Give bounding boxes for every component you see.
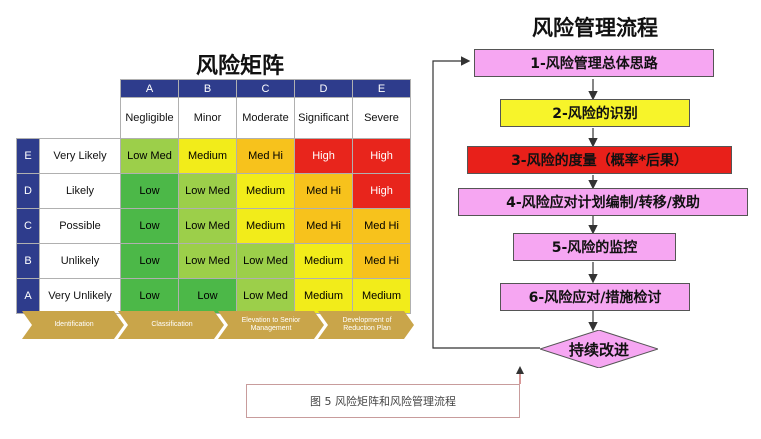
flow-step-4: 4-风险应对计划编制/转移/救助 bbox=[458, 188, 748, 216]
flow-step-2: 2-风险的识别 bbox=[500, 99, 690, 127]
risk-cell: Med Hi bbox=[294, 173, 353, 209]
risk-cell: Med Hi bbox=[352, 243, 411, 279]
risk-cell: High bbox=[352, 173, 411, 209]
row-code: A bbox=[16, 278, 40, 314]
process-arrow-shapes bbox=[22, 311, 414, 339]
risk-cell: High bbox=[294, 138, 353, 174]
column-label-b: Minor bbox=[178, 97, 237, 139]
process-step-reduction-plan: Development of Reduction Plan bbox=[342, 317, 392, 332]
matrix-corner-2 bbox=[16, 97, 121, 139]
flow-step-3: 3-风险的度量（概率*后果） bbox=[467, 146, 732, 174]
risk-matrix-title: 风险矩阵 bbox=[195, 54, 284, 79]
risk-cell: Low Med bbox=[120, 138, 179, 174]
risk-cell: Low Med bbox=[178, 208, 237, 244]
process-step-classification: Classification bbox=[151, 321, 193, 328]
risk-cell: Med Hi bbox=[236, 138, 295, 174]
matrix-row: D Likely Low Low Med Medium Med Hi High bbox=[16, 173, 411, 209]
risk-cell: Low Med bbox=[236, 278, 295, 314]
row-code: C bbox=[16, 208, 40, 244]
row-label: Unlikely bbox=[39, 243, 121, 279]
flow-step-6: 6-风险应对/措施检讨 bbox=[500, 283, 690, 311]
matrix-row: B Unlikely Low Low Med Low Med Medium Me… bbox=[16, 243, 411, 279]
row-label: Possible bbox=[39, 208, 121, 244]
risk-cell: High bbox=[352, 138, 411, 174]
row-label: Very Unlikely bbox=[39, 278, 121, 314]
risk-matrix-table: A B C D E Negligible Minor Moderate Sign… bbox=[16, 79, 411, 314]
risk-cell: Medium bbox=[294, 243, 353, 279]
risk-flow-title: 风险管理流程 bbox=[532, 16, 658, 40]
process-arrow-band: Identification Classification Elevation … bbox=[22, 311, 414, 339]
risk-cell: Medium bbox=[236, 208, 295, 244]
matrix-row: E Very Likely Low Med Medium Med Hi High… bbox=[16, 138, 411, 174]
matrix-row: A Very Unlikely Low Low Low Med Medium M… bbox=[16, 278, 411, 314]
risk-cell: Medium bbox=[352, 278, 411, 314]
flow-step-1: 1-风险管理总体思路 bbox=[474, 49, 714, 77]
row-code: B bbox=[16, 243, 40, 279]
flow-end-diamond bbox=[540, 330, 658, 368]
risk-cell: Low bbox=[120, 173, 179, 209]
column-label-c: Moderate bbox=[236, 97, 295, 139]
process-step-elevation: Elevation to Senior Management bbox=[241, 317, 301, 332]
risk-cell: Medium bbox=[294, 278, 353, 314]
flow-end-label: 持续改进 bbox=[568, 341, 629, 359]
risk-cell: Med Hi bbox=[352, 208, 411, 244]
column-code-d: D bbox=[294, 79, 353, 98]
column-label-d: Significant bbox=[294, 97, 353, 139]
risk-cell: Med Hi bbox=[294, 208, 353, 244]
column-code-b: B bbox=[178, 79, 237, 98]
row-label: Likely bbox=[39, 173, 121, 209]
process-step-identification: Identification bbox=[54, 321, 94, 328]
matrix-corner bbox=[16, 79, 121, 98]
column-label-e: Severe bbox=[352, 97, 411, 139]
row-label: Very Likely bbox=[39, 138, 121, 174]
column-label-a: Negligible bbox=[120, 97, 179, 139]
risk-cell: Low bbox=[120, 278, 179, 314]
flow-step-5: 5-风险的监控 bbox=[513, 233, 676, 261]
row-code: E bbox=[16, 138, 40, 174]
figure-caption: 图 5 风险矩阵和风险管理流程 bbox=[246, 384, 520, 418]
risk-cell: Low Med bbox=[236, 243, 295, 279]
